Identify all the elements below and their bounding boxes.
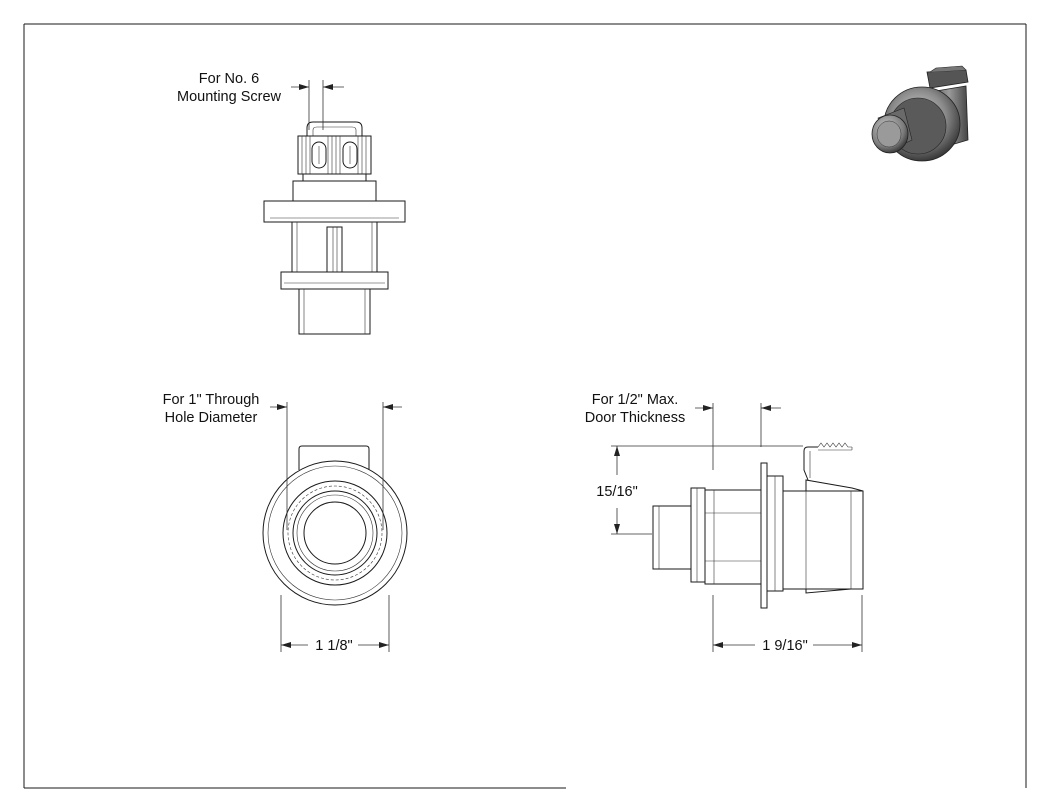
hole-label-line1: For 1" Through	[163, 392, 260, 408]
through-hole-ring	[282, 480, 388, 586]
button-face	[303, 501, 367, 565]
flange	[263, 200, 406, 223]
width-dimension	[280, 595, 390, 652]
bracket-tab	[298, 445, 370, 470]
door-panel	[760, 462, 768, 609]
latch-arm	[805, 479, 864, 492]
bracket-loop	[306, 121, 363, 136]
iso-render	[871, 65, 969, 162]
hole-dimension	[270, 402, 402, 530]
hole-label-line2: Hole Diameter	[165, 410, 258, 426]
lower-flange	[280, 271, 389, 290]
front-view: For 1" Through Hole Diameter 1 1/8"	[163, 392, 408, 654]
screw-label-line2: Mounting Screw	[177, 89, 281, 105]
button-shaft	[298, 288, 371, 335]
length-dimension	[712, 595, 863, 652]
side-body	[704, 489, 762, 585]
screw-dimension	[291, 80, 344, 130]
top-view: For No. 6 Mounting Screw	[177, 71, 406, 335]
slot	[326, 226, 343, 273]
body	[291, 221, 378, 273]
upper-body	[292, 180, 377, 202]
height-dimension-label: 15/16"	[596, 484, 637, 500]
sheet-border	[23, 23, 1027, 789]
width-dimension-label: 1 1/8"	[315, 638, 352, 654]
side-view: For 1/2" Max. Door Thickness 15/16" 1 9/…	[585, 392, 864, 654]
outer-flange-ring	[262, 460, 408, 606]
height-dimension	[611, 445, 803, 535]
door-label-line1: For 1/2" Max.	[592, 392, 679, 408]
collar	[302, 173, 367, 182]
side-flange	[690, 487, 706, 583]
length-dimension-label: 1 9/16"	[762, 638, 807, 654]
button-outer-ring	[292, 490, 378, 576]
hook-serrations	[817, 442, 852, 448]
door-label-line2: Door Thickness	[585, 410, 685, 426]
door-thickness-dimension	[695, 403, 781, 470]
screw-label-line1: For No. 6	[199, 71, 259, 87]
latch-housing	[782, 490, 864, 590]
latch-hook	[803, 446, 818, 481]
bottom-clip	[805, 588, 852, 594]
knurled-head	[297, 135, 372, 175]
iso-hook	[926, 69, 969, 89]
knurl-lines	[301, 136, 367, 174]
